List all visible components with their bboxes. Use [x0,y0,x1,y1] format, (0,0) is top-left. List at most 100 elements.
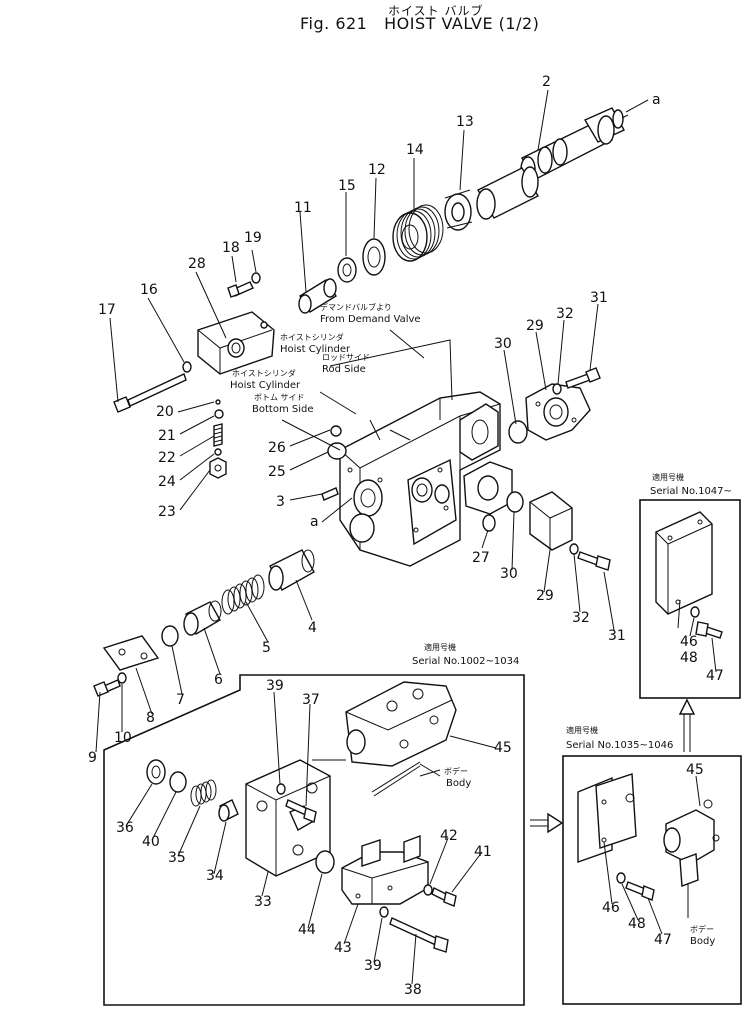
body-label-b: Body [690,936,715,947]
part-4-plunger [268,549,315,591]
check-parts-20-24 [209,399,227,479]
body-label-jp-a: ボデー [444,766,468,776]
part-46-plate-c [655,511,713,615]
callout-12: 12 [368,162,386,178]
hoist-cylinder-bottom-jp: ホイストシリンダ [232,368,296,378]
callout-15: 15 [338,178,356,194]
part-14-spring [392,204,444,262]
callout-47-b: 47 [654,932,672,948]
part-19-washer [251,272,261,284]
callout-11: 11 [294,200,312,216]
callout-26: 26 [268,440,286,456]
part-47-bolt-c [695,621,723,639]
callout-31-upper: 31 [590,290,608,306]
callout-10: 10 [114,730,132,746]
callout-19: 19 [244,230,262,246]
serial-b-jp: 適用号機 [566,725,598,735]
from-demand-valve-jp: デマンドバルブより [320,302,392,312]
arrow-to-serial-1035 [530,812,564,834]
serial-b: Serial No.1035~1046 [566,740,673,751]
part-39-washer-upper [276,783,286,795]
part-43-block [341,834,429,905]
part-48-washer-c [690,606,700,618]
figure-fraction: (1/2) [498,14,540,33]
part-40-oring [169,771,187,793]
callout-48-b: 48 [628,916,646,932]
part-5-spring [221,574,265,615]
callout-20: 20 [156,404,174,420]
part-30-oring-lower [506,491,524,513]
callout-33: 33 [254,894,272,910]
part-35-spring [190,779,217,807]
part-10-washer [117,672,127,684]
part-41-bolt [431,887,457,907]
callout-36: 36 [116,820,134,836]
callout-17: 17 [98,302,116,318]
callout-numbers: 2 a 13 14 12 15 11 19 18 28 16 17 20 21 … [88,74,724,998]
part-12-retainer [362,238,386,276]
part-9-bolt [93,679,121,697]
callout-42: 42 [440,828,458,844]
callout-5: 5 [262,640,271,656]
callout-a-mid: a [310,514,319,530]
callout-38: 38 [404,982,422,998]
callout-48-c: 48 [680,650,698,666]
callout-46-c: 46 [680,634,698,650]
callout-43: 43 [334,940,352,956]
hoist-cylinder-rod-jp: ホイストシリンダ [280,332,344,342]
callout-45-b: 45 [686,762,704,778]
part-6-cap [183,600,222,636]
part-16-washer [182,361,192,373]
part-7-oring [161,625,179,647]
serial-c: Serial No.1047~ [650,486,732,497]
callout-28: 28 [188,256,206,272]
part-46-plate-b [577,773,637,863]
rod-side-jp: ロッドサイド [322,353,370,362]
body-label-jp-b: ボデー [690,924,714,934]
rod-side: Rod Side [322,364,366,375]
callout-4: 4 [308,620,317,636]
callout-39-upper: 39 [266,678,284,694]
callout-32-upper: 32 [556,306,574,322]
inset-serial-1035-1046 [562,755,742,1005]
callout-41: 41 [474,844,492,860]
part-3-plug [321,487,339,501]
inset-serial-1002-1034 [103,674,525,1006]
callout-a-top: a [652,92,661,108]
part-15-ring [337,257,357,283]
callout-32-lower: 32 [572,610,590,626]
part-47-bolt-b [625,881,655,901]
part-31-bolt-upper [565,367,601,389]
callout-18: 18 [222,240,240,256]
callout-7: 7 [176,692,185,708]
part-27-oring [482,514,496,532]
figure-number: Fig. 621 [300,14,368,33]
callout-31-lower: 31 [608,628,626,644]
serial-a-jp: 適用号機 [424,642,456,652]
bottom-side-jp: ボトム サイド [254,393,305,402]
serial-c-jp: 適用号機 [652,472,684,482]
bottom-side: Bottom Side [252,404,313,415]
arrow-to-serial-1047 [678,698,696,752]
callout-2: 2 [542,74,551,90]
part-14-collar [444,189,473,231]
part-30-oring-upper [508,420,528,444]
callout-3: 3 [276,494,285,510]
figure-title: Fig. 621 HOIST VALVE (1/2) [300,14,539,33]
callout-14: 14 [406,142,424,158]
text-annotations: デマンドバルブより From Demand Valve ホイストシリンダ Hoi… [230,302,732,947]
part-37-bolt [285,799,317,823]
callout-24: 24 [158,474,176,490]
part-31-bolt-lower [577,551,611,571]
figure-title-japanese: ホイスト バルブ [388,4,484,18]
callout-9: 9 [88,750,97,766]
part-32-washer-lower [569,543,579,555]
callout-27: 27 [472,550,490,566]
spool-assembly [298,107,629,314]
callout-29-upper: 29 [526,318,544,334]
part-13-sleeve [476,166,539,220]
part-45-body-b [663,799,720,887]
part-28-housing [197,311,275,375]
callout-44: 44 [298,922,316,938]
